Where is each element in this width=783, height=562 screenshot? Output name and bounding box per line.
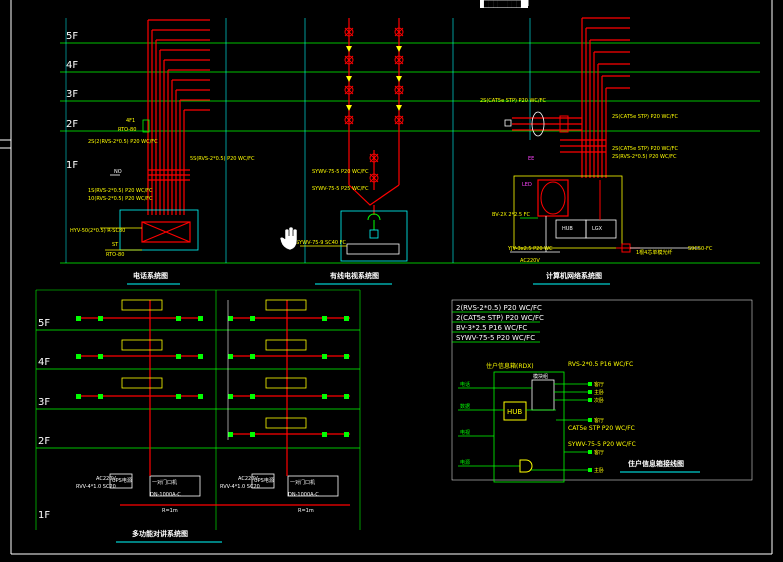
legend-line-3: SYWV-75-5 P20 WC/FC: [456, 334, 535, 342]
intercom-floor-lines: [36, 329, 360, 449]
floor-label-3f-top: 3F: [66, 89, 78, 100]
title-block: ████████: [480, 0, 529, 8]
legend-input-tv: 电视: [460, 429, 470, 436]
legend-right-top: RVS-2*0.5 P16 WC/FC: [568, 361, 633, 368]
floor-label-4f-bottom: 4F: [38, 357, 50, 368]
intercom-r-left: R=1m: [162, 508, 178, 514]
net-label-h: YJV-3x2.5 P20 WC: [507, 246, 553, 252]
floor-label-5f-bottom: 5F: [38, 318, 50, 329]
phone-system: 4F1 RTO-80 2S(2(RVS-2*0.5) P20 WC/FC 5S(…: [70, 19, 255, 285]
network-system: 2S(CAT5e STP) P20 WC/FC 2S(CAT5e STP) P2…: [480, 17, 713, 285]
net-label-a: 2S(CAT5e STP) P20 WC/FC: [480, 98, 546, 104]
legend-right-cat: CAT5e STP P20 WC/FC: [568, 425, 635, 432]
grid-lines-top: [225, 18, 531, 263]
floor-label-1f-bottom: 1F: [38, 510, 50, 521]
legend-module-label: 模块组: [533, 373, 548, 380]
drawing-frame: [0, 0, 773, 555]
phone-label-d: 5S(RVS-2*0.5) P20 WC/FC: [190, 156, 255, 162]
phone-label-a: 4F1: [126, 118, 135, 124]
intercom-ctrl-left: 一对门口机: [152, 479, 177, 486]
legend-outlet-1-1: 主卧: [594, 389, 604, 396]
legend-input-phone: 电话: [460, 381, 470, 388]
phone-label-g: HYV-50(2*0.5) R-SC80: [70, 228, 125, 234]
intercom-ups-left: UPS电源: [112, 477, 132, 484]
intercom-pw-left: AC220V: [96, 476, 116, 482]
phone-label-j: NO: [114, 169, 122, 175]
legend-line-1: 2(CAT5e STP) P20 WC/FC: [456, 314, 544, 322]
floor-label-2f-bottom: 2F: [38, 436, 50, 447]
legend-right-tv: SYWV-75-5 P20 WC/FC: [568, 441, 636, 448]
legend-input-power: 电源: [460, 459, 470, 466]
floor-label-3f-bottom: 3F: [38, 397, 50, 408]
floor-lines-top: [60, 42, 760, 264]
legend-caption: 住户信息箱接线图: [628, 459, 684, 468]
intercom-stack-left: UPS电源 DN-1000A-C 一对门口机 RVV-4*1.0 SC20 R=…: [76, 299, 250, 514]
catv-label-a: SYWV-75-5 P20 WC/FC: [312, 169, 369, 175]
intercom-frames: [35, 289, 361, 530]
phone-caption: 电话系统图: [133, 271, 168, 280]
net-label-c: 2S(CAT5e STP) P20 WC/FC: [612, 146, 678, 152]
phone-label-f: 10(RVS-2*0.5) P20 WC/FC: [88, 196, 153, 202]
floor-labels-bottom: 5F 4F 3F 2F 1F: [38, 318, 50, 521]
intercom-stack-right: UPS电源 DN-1000A-C 一对门口机 RVV-4*1.0 SC20 R=…: [220, 299, 350, 514]
intercom-caption: 多功能对讲系统图: [132, 529, 188, 538]
net-label-j: S9C50-FC: [688, 246, 713, 252]
net-caption: 计算机网络系统图: [546, 271, 602, 280]
net-label-k: 1根4芯单模光纤: [636, 249, 672, 256]
legend-box-title: 住户信息箱(RDX): [486, 362, 534, 370]
net-label-lgx: LGX: [592, 226, 603, 232]
net-label-m: EE: [528, 156, 534, 162]
legend-hub: HUB: [507, 408, 522, 416]
legend-outlet-3-1: 主卧: [594, 467, 604, 474]
catv-label-c: SYWV-75-9 SC40 FC: [296, 240, 347, 246]
legend-outlet-1-2: 次卧: [594, 397, 604, 404]
legend-outlet-1-0: 客厅: [594, 381, 604, 388]
intercom-r-right: R=1m: [298, 508, 314, 514]
intercom-dj-left: DN-1000A-C: [150, 492, 181, 498]
hand-cursor-icon: [279, 226, 298, 251]
phone-label-e: 1S(RVS-2*0.5) P20 WC/FC: [88, 188, 153, 194]
net-label-i: AC220V: [520, 258, 540, 264]
legend-line-2: BV-3*2.5 P16 WC/FC: [456, 324, 527, 332]
phone-label-h: ST: [112, 242, 119, 248]
legend-panel: 2(RVS-2*0.5) P20 WC/FC 2(CAT5e STP) P20 …: [451, 299, 753, 483]
intercom-ctrl-right: 一对门口机: [290, 479, 315, 486]
net-label-hub: HUB: [562, 226, 573, 232]
floor-label-5f-top: 5F: [66, 31, 78, 42]
title-block-text: ████████: [483, 0, 521, 8]
catv-caption: 有线电视系统图: [330, 271, 379, 280]
phone-label-c: 2S(2(RVS-2*0.5) P20 WC/FC: [88, 139, 158, 145]
intercom-wire-right: RVV-4*1.0 SC20: [220, 484, 260, 490]
net-label-d: 2S(RVS-2*0.5) P20 WC/FC: [612, 154, 677, 160]
legend-line-0: 2(RVS-2*0.5) P20 WC/FC: [456, 304, 542, 312]
legend-outlet-3-0: 客厅: [594, 449, 604, 456]
catv-system: SYWV-75-5 P20 WC/FC SYWV-75-5 P25 WC/FC …: [296, 18, 408, 285]
net-label-l: LED: [522, 182, 532, 188]
floor-label-1f-top: 1F: [66, 160, 78, 171]
floor-label-2f-top: 2F: [66, 119, 78, 130]
intercom-dj-right: DN-1000A-C: [288, 492, 319, 498]
floor-labels-top: 5F 4F 3F 2F 1F: [66, 31, 78, 171]
intercom-wire-left: RVV-4*1.0 SC20: [76, 484, 116, 490]
catv-label-b: SYWV-75-5 P25 WC/FC: [312, 186, 369, 192]
intercom-pw-right: AC220V: [238, 476, 258, 482]
phone-label-i: RTO-80: [106, 252, 124, 258]
net-label-e: BV-2X 2*2.5 FC: [492, 212, 531, 218]
phone-label-b: RTO-80: [118, 127, 136, 133]
legend-input-data: 数据: [460, 403, 470, 410]
intercom-ups-right: UPS电源: [254, 477, 274, 484]
legend-outlet-2-0: 客厅: [594, 417, 604, 424]
net-label-b: 2S(CAT5e STP) P20 WC/FC: [612, 114, 678, 120]
floor-label-4f-top: 4F: [66, 60, 78, 71]
